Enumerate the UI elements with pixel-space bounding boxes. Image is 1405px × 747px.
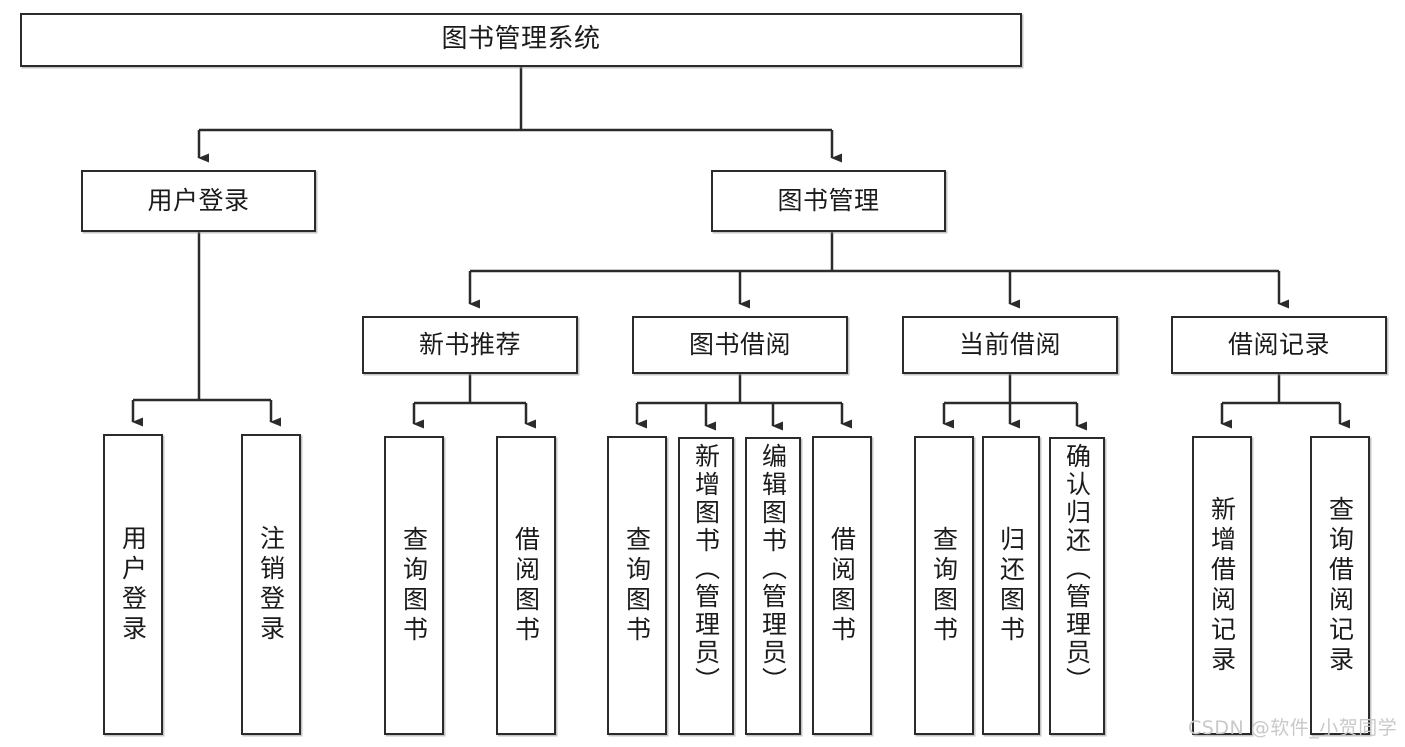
leaf-borrow-record-query-record[interactable]: 查询借阅记录: [1310, 436, 1370, 735]
leaf-book-borrow-add-book-admin[interactable]: 新增图书（管理员）: [678, 437, 734, 735]
node-label: 注销登录: [256, 524, 286, 645]
node-user-login[interactable]: 用户登录: [81, 170, 316, 232]
node-label: 借阅记录: [1227, 329, 1330, 359]
node-label: 查询借阅记录: [1325, 495, 1355, 676]
leaf-book-borrow-edit-book-admin[interactable]: 编辑图书（管理员）: [745, 437, 801, 735]
node-label: 归还图书: [996, 525, 1026, 646]
node-label: 新增借阅记录: [1207, 495, 1237, 676]
leaf-book-borrow-borrow-books[interactable]: 借阅图书: [812, 436, 872, 735]
node-root-book-management-system[interactable]: 图书管理系统: [20, 13, 1022, 67]
node-label: 图书借阅: [688, 329, 791, 359]
leaf-current-borrow-confirm-return-admin[interactable]: 确认归还（管理员）: [1049, 437, 1105, 735]
leaf-new-book-query-books[interactable]: 查询图书: [384, 436, 444, 735]
node-label: 新书推荐: [418, 329, 521, 359]
leaf-user-login-signout[interactable]: 注销登录: [241, 434, 301, 735]
leaf-borrow-record-add-record[interactable]: 新增借阅记录: [1192, 436, 1252, 735]
leaf-current-borrow-return-books[interactable]: 归还图书: [982, 436, 1040, 735]
node-label: 图书管理系统: [441, 24, 601, 55]
node-label: 查询图书: [399, 525, 429, 646]
csdn-watermark: CSDN @软件_小贺同学: [1188, 717, 1398, 739]
node-label: 借阅图书: [827, 525, 857, 646]
node-label: 图书管理: [777, 185, 880, 215]
node-book-borrow[interactable]: 图书借阅: [632, 316, 848, 374]
node-label: 当前借阅: [958, 329, 1061, 359]
node-label: 用户登录: [118, 524, 148, 645]
node-label: 查询图书: [622, 525, 652, 646]
leaf-current-borrow-query-books[interactable]: 查询图书: [914, 436, 974, 735]
node-label: 编辑图书（管理员）: [758, 443, 788, 695]
node-new-book-recommend[interactable]: 新书推荐: [362, 316, 578, 374]
node-label: 用户登录: [147, 185, 250, 215]
node-book-management[interactable]: 图书管理: [711, 170, 946, 232]
node-label: 新增图书（管理员）: [691, 443, 721, 695]
leaf-user-login-signin[interactable]: 用户登录: [103, 434, 163, 735]
node-label: 查询图书: [929, 525, 959, 646]
leaf-new-book-borrow-books[interactable]: 借阅图书: [496, 436, 556, 735]
node-current-borrow[interactable]: 当前借阅: [902, 316, 1118, 374]
node-label: 确认归还（管理员）: [1062, 443, 1092, 695]
node-borrow-record[interactable]: 借阅记录: [1171, 316, 1387, 374]
leaf-book-borrow-query-books[interactable]: 查询图书: [607, 436, 667, 735]
node-label: 借阅图书: [511, 525, 541, 646]
